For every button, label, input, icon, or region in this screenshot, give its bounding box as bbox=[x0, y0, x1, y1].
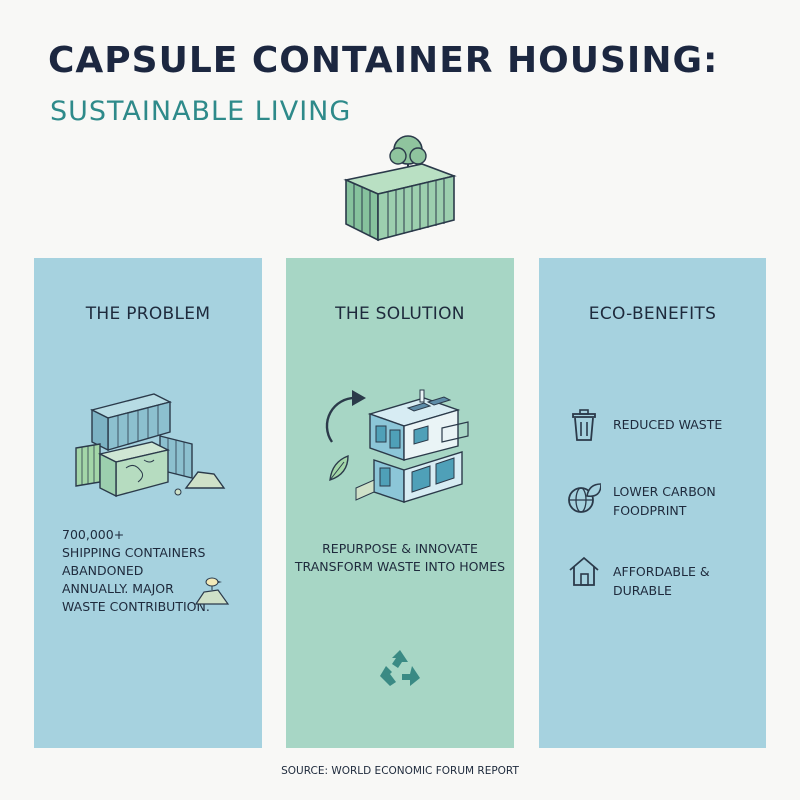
house-icon bbox=[569, 556, 599, 586]
globe-leaf-icon bbox=[568, 483, 601, 513]
solution-panel: THE SOLUTION REPURPOSE & INNOVATE TRANSF… bbox=[286, 258, 514, 748]
stacked-containers-icon bbox=[75, 393, 226, 498]
benefit-label: AFFORDABLE & DURABLE bbox=[613, 564, 710, 598]
problem-title: THE PROBLEM bbox=[85, 304, 211, 324]
benefit-affordable: AFFORDABLE & DURABLE bbox=[567, 554, 766, 600]
page-subtitle: SUSTAINABLE LIVING bbox=[50, 96, 352, 127]
trash-can-icon bbox=[572, 409, 596, 441]
recycle-icon bbox=[380, 650, 420, 686]
solution-title: THE SOLUTION bbox=[335, 304, 465, 324]
page-title: CAPSULE CONTAINER HOUSING: bbox=[48, 40, 719, 81]
problem-panel: THE PROBLEM 700,000+ SHIPPING CONTA bbox=[34, 258, 262, 748]
eco-benefits-panel: ECO-BENEFITS REDUCED WASTE LOWER CARBON … bbox=[539, 258, 766, 748]
container-home-icon bbox=[325, 389, 469, 503]
bird-on-debris-icon bbox=[194, 577, 230, 605]
benefit-label: REDUCED WASTE bbox=[613, 417, 723, 432]
solution-text: REPURPOSE & INNOVATE TRANSFORM WASTE INT… bbox=[294, 541, 506, 574]
benefit-reduced-waste: REDUCED WASTE bbox=[567, 408, 722, 442]
problem-text: 700,000+ SHIPPING CONTAINERS ABANDONED A… bbox=[62, 527, 210, 614]
container-with-tree-icon bbox=[343, 135, 457, 242]
benefit-label: LOWER CARBON FOODPRINT bbox=[613, 484, 716, 518]
source-citation: SOURCE: WORLD ECONOMIC FORUM REPORT bbox=[281, 765, 519, 777]
eco-benefits-title: ECO-BENEFITS bbox=[588, 304, 717, 324]
benefit-lower-carbon: LOWER CARBON FOODPRINT bbox=[567, 482, 716, 520]
